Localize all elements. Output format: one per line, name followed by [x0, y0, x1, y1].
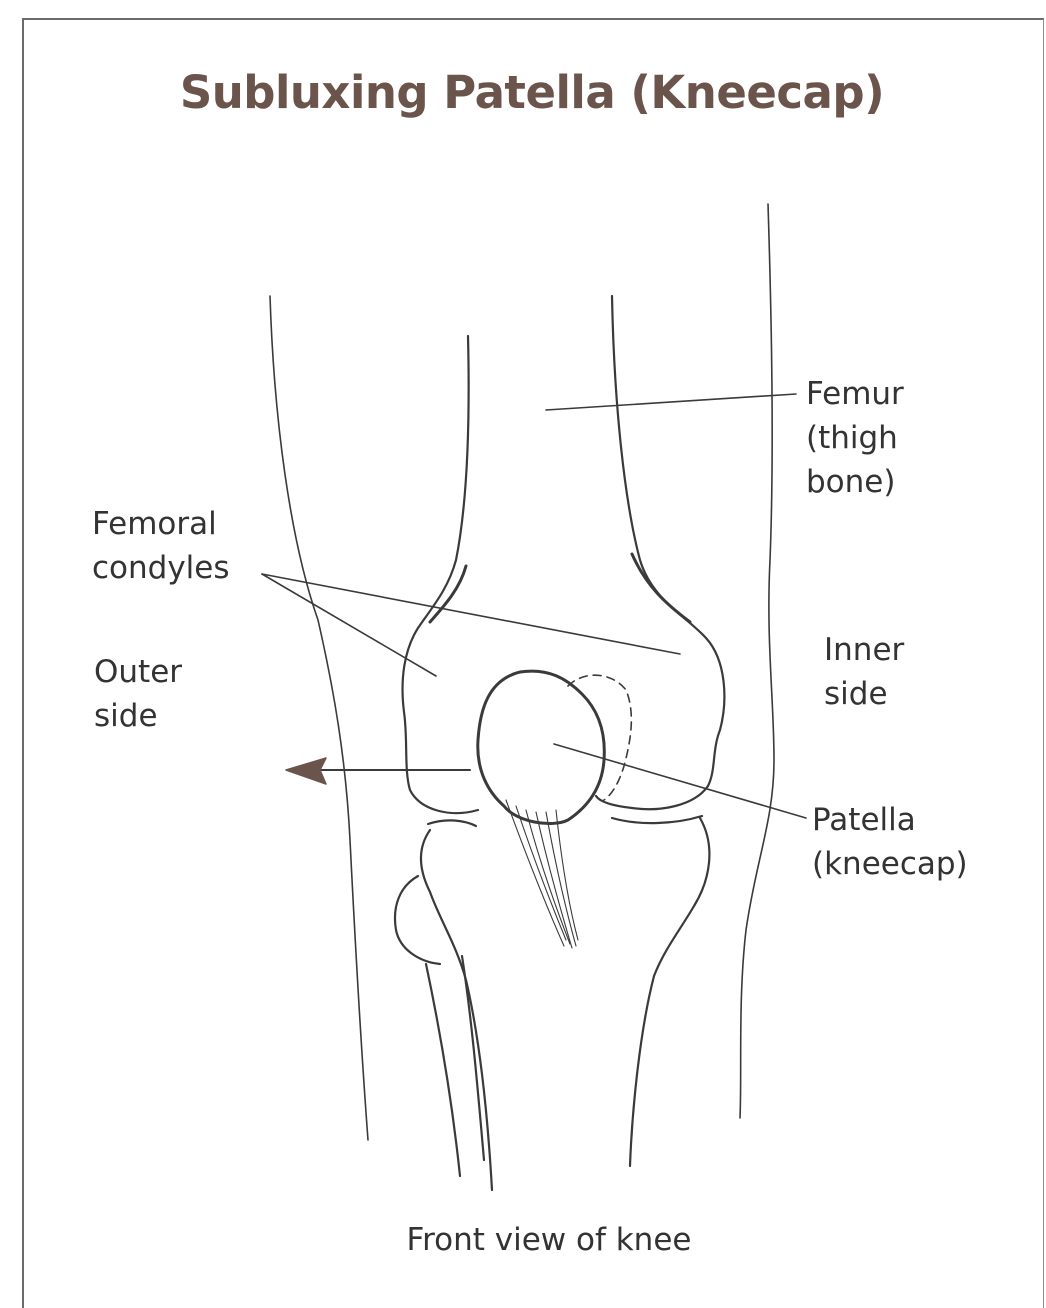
fibula-bone	[395, 876, 484, 1176]
patella-label-line-1: Patella	[812, 798, 968, 842]
inner-skin-line	[740, 204, 774, 1118]
femur-bone	[403, 296, 725, 813]
fibula-shaft-outer	[426, 964, 460, 1176]
femur-outer-edge	[403, 336, 478, 813]
femur-label: Femur (thigh bone)	[806, 372, 904, 504]
patella-label: Patella (kneecap)	[812, 798, 968, 886]
fibula-head	[395, 876, 440, 964]
femur-leader-line	[546, 394, 796, 410]
outer-side-label: Outer side	[94, 650, 182, 738]
leader-lines	[262, 394, 806, 818]
inner-side-label-line-1: Inner	[824, 628, 904, 672]
outer-side-label-line-1: Outer	[94, 650, 182, 694]
arrow-head	[286, 758, 326, 784]
tibia-plateau-inner	[612, 816, 702, 823]
femur-inner-edge	[596, 296, 724, 809]
femur-label-line-2: (thigh	[806, 416, 904, 460]
condyle-leader-line-inner	[262, 574, 680, 654]
femoral-condyles-label-line-1: Femoral	[92, 502, 230, 546]
femoral-condyles-label-line-2: condyles	[92, 546, 230, 590]
inner-side-label-line-2: side	[824, 672, 904, 716]
outer-skin-line	[270, 296, 368, 1140]
tibia-bone	[421, 816, 709, 1190]
inner-side-label: Inner side	[824, 628, 904, 716]
outer-side-label-line-2: side	[94, 694, 182, 738]
patella-bone	[478, 671, 605, 948]
tibia-inner-edge	[630, 818, 709, 1166]
tibia-plateau-outer	[428, 820, 476, 826]
figure-caption: Front view of knee	[0, 1222, 1046, 1258]
patella-label-line-2: (kneecap)	[812, 842, 968, 886]
outer-condyle-shading	[430, 566, 466, 622]
femur-label-line-3: bone)	[806, 460, 904, 504]
patella-outline	[478, 671, 605, 823]
condyle-leader-line-outer	[262, 574, 436, 676]
subluxation-direction-arrow	[286, 758, 470, 784]
femur-label-line-1: Femur	[806, 372, 904, 416]
femoral-condyles-label: Femoral condyles	[92, 502, 230, 590]
patella-leader-line	[554, 744, 806, 818]
